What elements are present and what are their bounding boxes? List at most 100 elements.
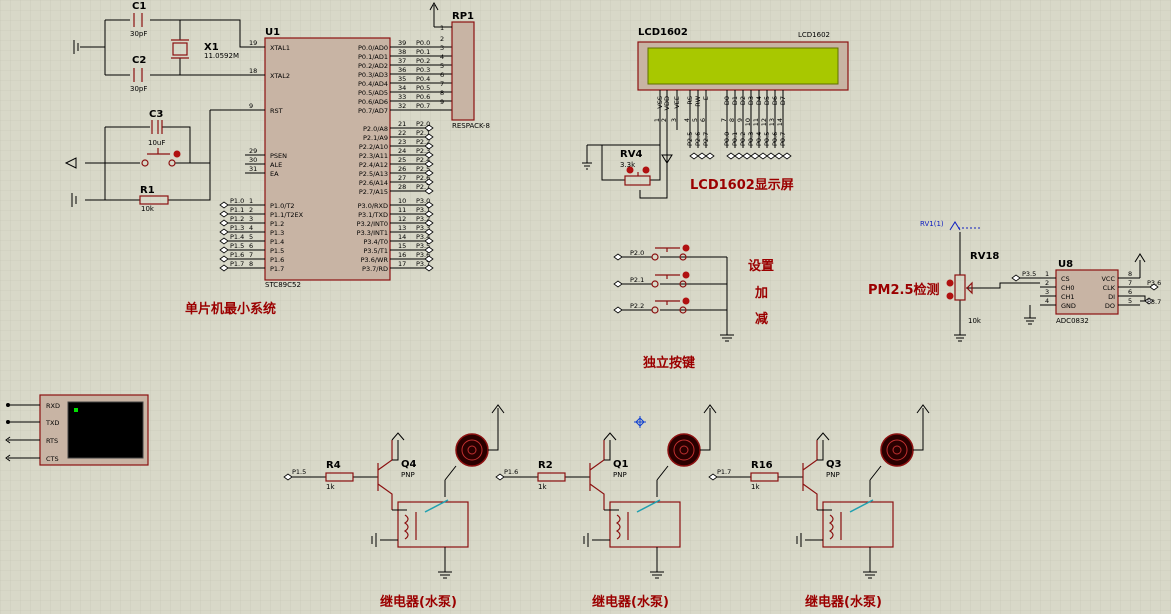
adc-part: ADC0832 bbox=[1056, 317, 1089, 325]
relay-body[interactable] bbox=[609, 501, 681, 548]
lcd-pin-name: RS bbox=[686, 96, 694, 105]
relay-resistor[interactable] bbox=[537, 472, 566, 482]
lcd-pin-number: 6 bbox=[699, 118, 707, 122]
rv18-probe: RV1(1) bbox=[920, 220, 944, 228]
lcd-pin-name: VDD bbox=[663, 96, 671, 110]
mcu-net-label: P0.4 bbox=[416, 75, 430, 83]
crystal-x1[interactable] bbox=[172, 42, 188, 56]
mcu-net-label: P0.3 bbox=[416, 66, 430, 74]
mcu-net-label: P3.6 bbox=[416, 251, 430, 259]
adc-net-clk: P3.6 bbox=[1147, 279, 1161, 287]
net-terminal-icon bbox=[219, 210, 229, 218]
mcu-net-label: P2.2 bbox=[416, 138, 430, 146]
relay-body[interactable] bbox=[822, 501, 894, 548]
push-button[interactable]: P2.1 bbox=[613, 271, 727, 288]
mcu-pin-name: P1.0/T2 bbox=[270, 202, 295, 210]
mcu-pin-name: P2.5/A13 bbox=[359, 170, 388, 178]
rp1-pin-number: 7 bbox=[440, 80, 444, 88]
rp1-pin-number: 5 bbox=[440, 62, 444, 70]
lcd-title: LCD1602 bbox=[638, 27, 688, 38]
net-terminal-icon bbox=[705, 152, 715, 160]
mcu-pin-number: 1 bbox=[249, 197, 253, 205]
c1-value: 30pF bbox=[130, 30, 147, 38]
lcd-net-label: P0.0 bbox=[723, 132, 731, 146]
rp1-pin-number: 9 bbox=[440, 98, 444, 106]
mcu-pin-number: 6 bbox=[249, 242, 253, 250]
mcu-body[interactable] bbox=[264, 37, 391, 281]
lcd-pin-number: 4 bbox=[683, 118, 691, 122]
lcd-pin-number: 5 bbox=[691, 118, 699, 122]
reset-circuit[interactable]: C3 10uF R1 10k bbox=[64, 109, 265, 213]
adc-pin-number: 5 bbox=[1128, 297, 1132, 305]
mcu-pin-number: 26 bbox=[398, 165, 406, 173]
lcd-pin-name: VSS bbox=[656, 96, 664, 109]
pm25-block[interactable]: RV1(1) RV18 10k PM2.5检测 U8 ADC0832 1CS2C… bbox=[868, 220, 1161, 342]
net-terminal-icon bbox=[613, 306, 623, 314]
pump-motor-icon[interactable] bbox=[667, 433, 701, 467]
rp1-body[interactable] bbox=[451, 21, 475, 121]
relay-r-value: 1k bbox=[326, 483, 335, 491]
push-button[interactable]: P2.0 bbox=[613, 244, 727, 261]
push-button[interactable]: P2.2 bbox=[613, 297, 727, 314]
lcd-pin-name: D3 bbox=[747, 96, 755, 105]
r1-resistor[interactable] bbox=[139, 195, 169, 205]
rv18-body[interactable] bbox=[954, 274, 966, 301]
mcu-pin-number: 39 bbox=[398, 39, 406, 47]
relay-q-type: PNP bbox=[826, 471, 840, 479]
relay-resistor[interactable] bbox=[325, 472, 354, 482]
adc-pin-number: 8 bbox=[1128, 270, 1132, 278]
mcu-pin-name: P1.5 bbox=[270, 247, 284, 255]
net-terminal-icon bbox=[613, 280, 623, 288]
reset-button-dot[interactable] bbox=[173, 150, 181, 158]
lcd-pin-name: E bbox=[702, 96, 710, 100]
net-terminal-icon bbox=[1144, 297, 1154, 305]
x1-ref: X1 bbox=[204, 42, 219, 53]
lcd-net-label: P0.6 bbox=[771, 132, 779, 146]
button-dot bbox=[682, 271, 690, 279]
mcu-net-label: P0.0 bbox=[416, 39, 430, 47]
button-block[interactable]: P2.0P2.1P2.2 设置 加 减 独立按键 bbox=[613, 244, 774, 372]
rp1-pin-number: 8 bbox=[440, 89, 444, 97]
terminal-screen[interactable] bbox=[67, 401, 144, 459]
adc-ref: U8 bbox=[1058, 259, 1073, 270]
net-terminal-icon bbox=[219, 201, 229, 209]
pump-motor-icon[interactable] bbox=[455, 433, 489, 467]
mcu-pin-name: P0.4/AD4 bbox=[358, 80, 388, 88]
p1-net-label: P1.1 bbox=[230, 206, 244, 214]
adc-body[interactable] bbox=[1055, 269, 1119, 315]
lcd-pin-name: VEE bbox=[673, 96, 681, 109]
lcd-block[interactable]: LCD1602 LCD1602 VSS1VDD2VEE3RS4P2.5RW5P2… bbox=[637, 27, 849, 193]
c1-ref: C1 bbox=[132, 1, 146, 12]
clock-circuit[interactable]: C1 30pF C2 30pF X1 11.0592M bbox=[73, 1, 265, 93]
mcu-pin-number: 35 bbox=[398, 75, 406, 83]
net-terminal-icon bbox=[613, 253, 623, 261]
mcu-pin-number: 31 bbox=[249, 165, 257, 173]
net-terminal-icon bbox=[424, 246, 434, 254]
rv4-pot[interactable]: RV4 3.3k bbox=[582, 130, 673, 199]
lcd-pin-number: 2 bbox=[660, 118, 668, 122]
pump-motor-icon[interactable] bbox=[880, 433, 914, 467]
relay-body[interactable] bbox=[397, 501, 469, 548]
net-terminal-icon bbox=[424, 264, 434, 272]
button-net-label: P2.1 bbox=[630, 276, 644, 284]
rv4-value: 3.3k bbox=[620, 161, 636, 169]
lcd-pin-number: 7 bbox=[720, 118, 728, 122]
relay-resistor[interactable] bbox=[750, 472, 779, 482]
mcu-pin-name: P0.2/AD2 bbox=[358, 62, 388, 70]
rv4-ref: RV4 bbox=[620, 149, 642, 160]
r1-ref: R1 bbox=[140, 185, 155, 196]
mcu-pin-number: 22 bbox=[398, 129, 406, 137]
lcd-pin-number: 1 bbox=[653, 118, 661, 122]
lcd-screen[interactable] bbox=[647, 47, 839, 85]
mcu-pin-number: 19 bbox=[249, 39, 257, 47]
mcu-pin-name: EA bbox=[270, 170, 279, 178]
lcd-pin-number: 14 bbox=[776, 118, 784, 126]
mcu-block[interactable]: U1 STC89C52 19XTAL118XTAL29RST29PSEN30AL… bbox=[185, 27, 452, 317]
